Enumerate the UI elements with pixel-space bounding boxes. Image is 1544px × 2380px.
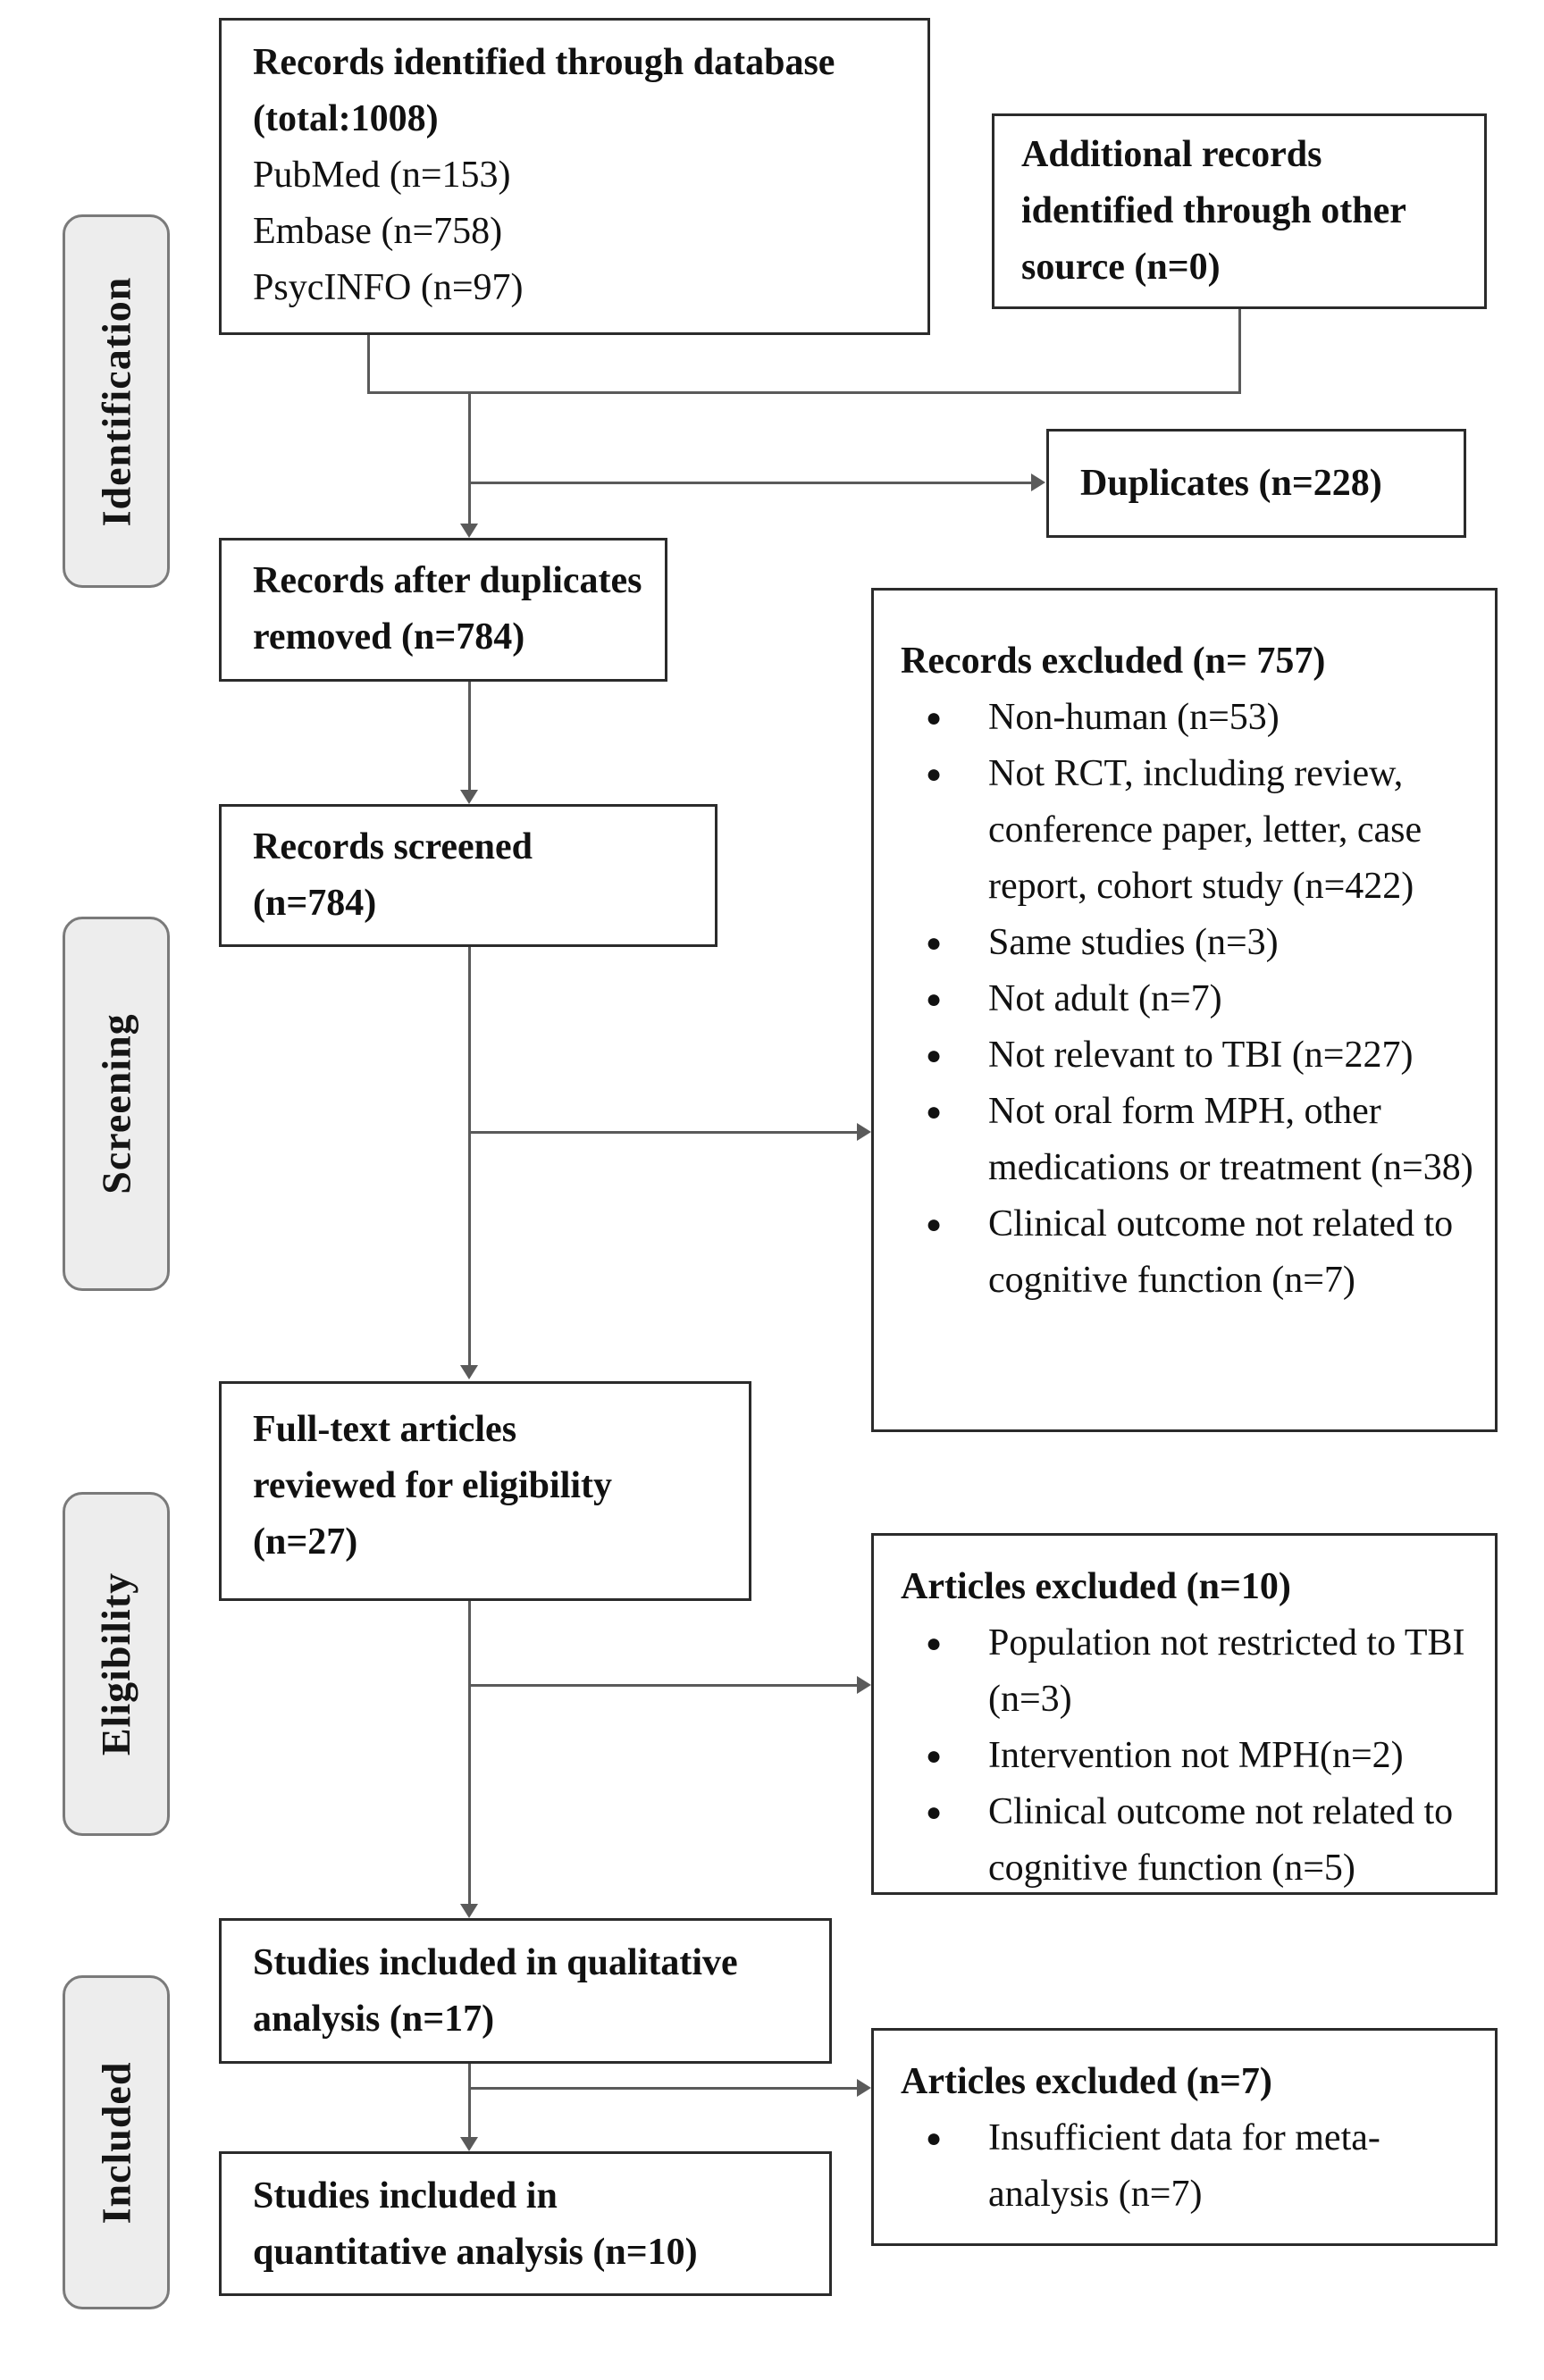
stage-identification-label: Identification	[93, 276, 139, 526]
exclusion-reason-outcome-2: Clinical outcome not related to cognitiv…	[874, 1784, 1495, 1897]
exclusion-reason-intervention: Intervention not MPH(n=2)	[874, 1728, 1495, 1784]
arrowhead-articles-excluded-10	[857, 1676, 871, 1694]
box-duplicates-title: Duplicates (n=228)	[1080, 462, 1382, 504]
records-excluded-reasons: Non-human (n=53) Not RCT, including revi…	[874, 690, 1495, 1309]
box-records-screened-title: Records screened (n=784)	[253, 826, 533, 924]
connector-to-articles-excluded-7	[468, 2087, 857, 2090]
box-after-duplicates: Records after duplicates removed (n=784)	[219, 538, 667, 682]
connector-fulltext-to-qualitative	[468, 1601, 471, 1905]
exclusion-reason-not-adult: Not adult (n=7)	[874, 971, 1495, 1027]
box-quantitative-analysis: Studies included in quantitative analysi…	[219, 2151, 832, 2296]
stage-identification: Identification	[63, 214, 170, 588]
box-articles-excluded-meta-title: Articles excluded (n=7)	[901, 2061, 1272, 2102]
box-additional-records: Additional records identified through ot…	[992, 113, 1487, 309]
box-records-identified-title: Records identified through database (tot…	[253, 42, 835, 139]
connector-to-duplicates	[468, 482, 1033, 484]
box-fulltext-reviewed: Full-text articles reviewed for eligibil…	[219, 1381, 751, 1601]
connector-identified-down	[367, 335, 370, 392]
arrowhead-qualitative	[460, 1904, 478, 1918]
stage-eligibility: Eligibility	[63, 1492, 170, 1836]
connector-qualitative-to-quantitative	[468, 2064, 471, 2139]
box-records-excluded-title: Records excluded (n= 757)	[901, 641, 1326, 682]
exclusion-reason-nonhuman: Non-human (n=53)	[874, 690, 1495, 746]
box-qualitative-analysis: Studies included in qualitative analysis…	[219, 1918, 832, 2064]
box-duplicates: Duplicates (n=228)	[1046, 429, 1466, 538]
exclusion-reason-insufficient-data: Insufficient data for meta-analysis (n=7…	[874, 2110, 1495, 2223]
articles-excluded-meta-reasons: Insufficient data for meta-analysis (n=7…	[874, 2110, 1495, 2223]
stage-included-label: Included	[93, 2061, 139, 2224]
arrowhead-records-excluded	[857, 1123, 871, 1141]
exclusion-reason-not-rct: Not RCT, including review, conference pa…	[874, 746, 1495, 915]
exclusion-reason-not-oral-mph: Not oral form MPH, other medications or …	[874, 1084, 1495, 1196]
stage-screening-label: Screening	[93, 1013, 139, 1194]
source-pubmed: PubMed (n=153)	[253, 155, 511, 196]
connector-screened-to-fulltext	[468, 947, 471, 1367]
exclusion-reason-outcome: Clinical outcome not related to cognitiv…	[874, 1196, 1495, 1309]
box-articles-excluded-eligibility: Articles excluded (n=10) Population not …	[871, 1533, 1498, 1895]
box-records-identified: Records identified through database (tot…	[219, 18, 930, 335]
arrowhead-afterdup	[460, 524, 478, 538]
box-articles-excluded-eligibility-title: Articles excluded (n=10)	[901, 1566, 1291, 1607]
stage-screening: Screening	[63, 917, 170, 1291]
box-records-excluded: Records excluded (n= 757) Non-human (n=5…	[871, 588, 1498, 1432]
arrowhead-quantitative	[460, 2137, 478, 2151]
box-qualitative-analysis-title: Studies included in qualitative analysis…	[253, 1942, 738, 2040]
connector-afterdup-to-screened	[468, 682, 471, 791]
box-additional-records-title: Additional records identified through ot…	[1021, 134, 1406, 288]
connector-to-articles-excluded-10	[468, 1684, 857, 1687]
exclusion-reason-same-studies: Same studies (n=3)	[874, 915, 1495, 971]
connector-additional-down	[1238, 309, 1241, 394]
box-articles-excluded-meta: Articles excluded (n=7) Insufficient dat…	[871, 2028, 1498, 2246]
arrowhead-duplicates	[1031, 473, 1045, 491]
exclusion-reason-not-tbi: Not relevant to TBI (n=227)	[874, 1027, 1495, 1084]
arrowhead-articles-excluded-7	[857, 2079, 871, 2097]
connector-to-records-excluded	[468, 1131, 857, 1134]
box-after-duplicates-title: Records after duplicates removed (n=784)	[253, 560, 642, 658]
source-embase: Embase (n=758)	[253, 211, 503, 252]
stage-eligibility-label: Eligibility	[93, 1571, 139, 1756]
connector-merge-horizontal	[367, 391, 1241, 394]
articles-excluded-eligibility-reasons: Population not restricted to TBI (n=3) I…	[874, 1615, 1495, 1897]
connector-merge-to-afterdup	[468, 391, 471, 525]
arrowhead-fulltext	[460, 1365, 478, 1379]
source-psycinfo: PsycINFO (n=97)	[253, 267, 524, 308]
box-fulltext-reviewed-title: Full-text articles reviewed for eligibil…	[253, 1409, 613, 1563]
stage-included: Included	[63, 1975, 170, 2309]
box-records-screened: Records screened (n=784)	[219, 804, 717, 947]
box-quantitative-analysis-title: Studies included in quantitative analysi…	[253, 2175, 698, 2273]
arrowhead-screened	[460, 790, 478, 804]
exclusion-reason-population: Population not restricted to TBI (n=3)	[874, 1615, 1495, 1728]
